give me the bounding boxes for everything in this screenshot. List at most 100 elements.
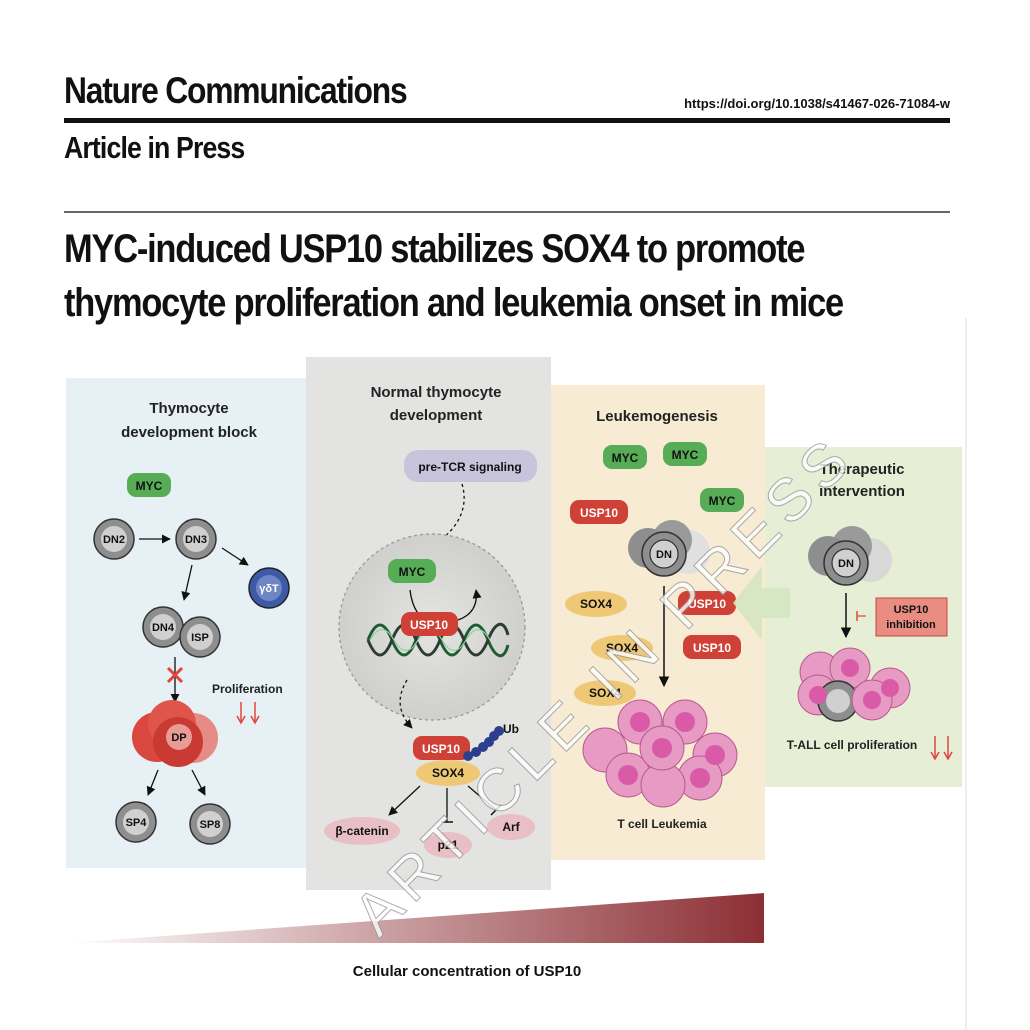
tall-caption: T-ALL cell proliferation [787, 738, 917, 752]
article-title: MYC-induced USP10 stabilizes SOX4 to pro… [64, 222, 950, 330]
myc-label-2: MYC [672, 448, 699, 462]
panel2: Normal thymocyte development pre-TCR sig… [324, 384, 537, 858]
sp8-label: SP8 [200, 819, 221, 831]
tall-cell-cluster [797, 647, 911, 722]
usp10-label-3: USP10 [693, 641, 731, 655]
dn-cell-cluster [628, 520, 710, 577]
block-x-icon [166, 666, 184, 684]
p21-label: p21 [438, 838, 459, 852]
gdt-nucleus [256, 575, 282, 601]
arrow-dn3-gdt [221, 547, 249, 566]
usp10-inhibition-box [875, 597, 948, 637]
sox4-pill-complex [416, 760, 480, 786]
article-title-line-1: MYC-induced USP10 stabilizes SOX4 to pro… [64, 227, 806, 271]
inhibition-label-line2: inhibition [886, 619, 936, 631]
panel4: Therapeutic intervention DN USP10 inhibi… [787, 461, 953, 761]
sp8-nucleus [197, 811, 223, 837]
dn-label-panel4: DN [838, 558, 854, 570]
usp10-label-nucleus: USP10 [410, 618, 448, 632]
panel1: Thymocyte development block MYC DN2 DN3 … [93, 400, 290, 845]
sp4-label: SP4 [126, 817, 148, 829]
panel3-title: Leukemogenesis [596, 408, 718, 425]
panel2-title-line2: development [390, 407, 483, 424]
usp10-pill-complex [413, 736, 470, 760]
myc-pill [127, 473, 171, 497]
pretcr-label: pre-TCR signaling [418, 460, 521, 474]
arrow-nucleus-usp10 [399, 679, 413, 729]
doi-link[interactable]: https://doi.org/10.1038/s41467-026-71084… [684, 96, 950, 111]
dp-label: DP [171, 732, 186, 744]
sox4-pill-2 [591, 635, 653, 661]
leukemia-cell-cluster [582, 699, 738, 808]
myc-pill-nucleus [388, 559, 436, 583]
dn-label-panel3: DN [656, 549, 672, 561]
myc-label-3: MYC [709, 494, 736, 508]
intervention-arrow [733, 566, 790, 640]
arrow-usp10-expression [457, 589, 482, 621]
usp10-pill-3 [683, 635, 741, 659]
pretcr-pill [404, 450, 537, 482]
usp10-gradient-wedge [66, 893, 764, 943]
sox4-label-2: SOX4 [606, 641, 638, 655]
usp10-pill-2 [678, 591, 736, 615]
usp10-label-2: USP10 [688, 597, 726, 611]
ubiquitin-chain [463, 726, 504, 761]
myc-pill-1 [603, 445, 647, 469]
article-title-line-2: thymocyte proliferation and leukemia ons… [64, 281, 844, 325]
p21-pill [424, 832, 472, 858]
gradient-label: Cellular concentration of USP10 [353, 963, 581, 980]
myc-pill-2 [663, 442, 707, 466]
article-status: Article in Press [64, 130, 245, 165]
ub-label: Ub [503, 722, 519, 736]
catenin-pill [324, 817, 400, 845]
usp10-pill-nucleus [401, 612, 458, 636]
panel4-title-line2: intervention [819, 483, 905, 500]
arf-pill [487, 814, 535, 840]
sox4-label-1: SOX4 [580, 597, 612, 611]
sox4-label-3: SOX4 [589, 686, 621, 700]
catenin-label: β-catenin [335, 824, 388, 838]
gdt-label: γδT [259, 583, 279, 595]
arrow-pretcr-myc [425, 483, 465, 549]
inhibit-sox4-arf [467, 785, 497, 811]
isp-label: ISP [191, 632, 209, 644]
arrow-dp-sp8 [191, 769, 206, 796]
panel3: Leukemogenesis MYC MYC MYC USP10 DN SOX4… [565, 408, 744, 831]
sox4-pill-1 [565, 591, 627, 617]
usp10-label-complex: USP10 [422, 742, 460, 756]
dn3-label: DN3 [185, 534, 207, 546]
header-rule [64, 118, 950, 123]
myc-label: MYC [136, 479, 163, 493]
usp10-pill-1 [570, 500, 628, 524]
panel4-title-line1: Therapeutic [819, 461, 904, 478]
dn4-label: DN4 [152, 622, 175, 634]
usp10-label-1: USP10 [580, 506, 618, 520]
leukemia-caption: T cell Leukemia [617, 817, 707, 831]
arrow-dp-sp4 [146, 769, 159, 796]
myc-label-nucleus: MYC [399, 565, 426, 579]
sox4-label-complex: SOX4 [432, 766, 464, 780]
title-rule [64, 211, 950, 213]
down-arrows-icon-panel4 [930, 736, 953, 761]
panel2-title-line1: Normal thymocyte [371, 384, 502, 401]
dn2-label: DN2 [103, 534, 125, 546]
sp4-nucleus [123, 809, 149, 835]
proliferation-label: Proliferation [212, 682, 283, 696]
dn2-nucleus [101, 526, 127, 552]
arrow-dn3-dn4 [181, 564, 193, 601]
journal-name: Nature Communications [64, 70, 408, 111]
myc-label-1: MYC [612, 451, 639, 465]
sox4-pill-3 [574, 680, 636, 706]
dn-cell-cluster-panel4 [808, 526, 892, 586]
myc-pill-3 [700, 488, 744, 512]
inhibit-bar-arf [490, 804, 502, 816]
arrow-sox4-catenin [388, 785, 421, 816]
panel1-title-line2: development block [121, 424, 258, 441]
dn3-nucleus [183, 526, 209, 552]
panel1-title-line1: Thymocyte [149, 400, 228, 417]
arf-label: Arf [502, 820, 520, 834]
inhibition-label-line1: USP10 [894, 604, 929, 616]
isp-nucleus [187, 624, 213, 650]
dn4-nucleus [150, 614, 176, 640]
